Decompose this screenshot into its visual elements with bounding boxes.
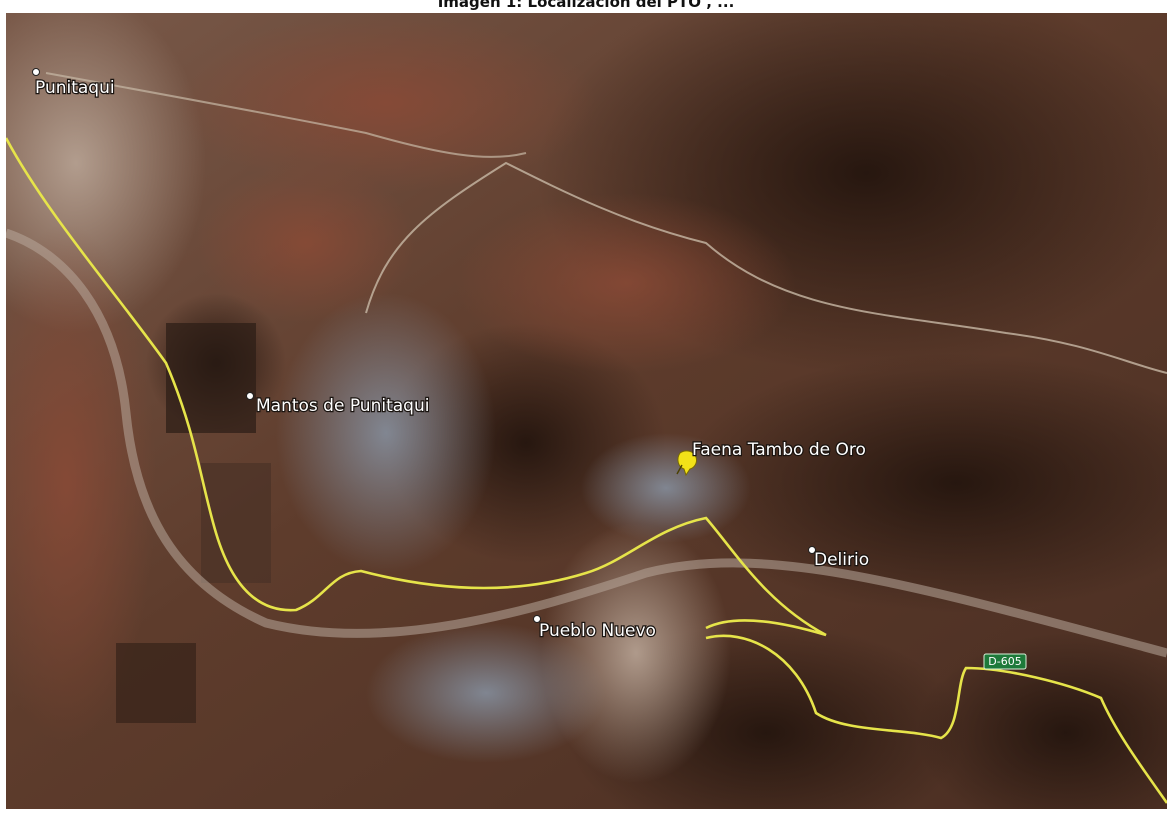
dirt-track	[45, 72, 527, 158]
place-label-delirio: Delirio	[814, 550, 869, 570]
place-marker-pueblo[interactable]: Pueblo Nuevo	[533, 615, 657, 642]
place-marker-punitaqui[interactable]: Punitaqui	[32, 68, 116, 99]
hill	[456, 193, 796, 373]
hill	[196, 163, 416, 323]
farm-field	[116, 643, 196, 723]
farm-field	[166, 323, 256, 433]
satellite-map[interactable]: D-605 Punitaqui Mantos de Punitaqui Faen…	[6, 13, 1167, 809]
road-badge-bg	[983, 653, 1027, 670]
place-label-pueblo: Pueblo Nuevo	[539, 621, 656, 641]
place-dot-icon	[246, 392, 254, 400]
place-dot-icon	[808, 546, 816, 554]
dirt-track	[365, 161, 1167, 374]
place-marker-faena[interactable]: Faena Tambo de Oro	[676, 439, 867, 477]
mountain-shadow	[916, 633, 1167, 809]
place-dot-icon	[533, 615, 541, 623]
mine-site	[581, 433, 751, 543]
place-label-faena: Faena Tambo de Oro	[692, 440, 866, 460]
pushpin-icon	[676, 450, 697, 477]
place-dot-icon	[32, 68, 40, 76]
highway-road[interactable]	[6, 137, 827, 637]
hill	[176, 13, 596, 193]
map-canvas[interactable]: D-605 Punitaqui Mantos de Punitaqui Faen…	[6, 13, 1167, 809]
place-marker-delirio[interactable]: Delirio	[808, 546, 870, 571]
terrain-patch	[366, 623, 606, 763]
mountain-shadow	[676, 353, 1167, 613]
figure-caption: Imagen 1: Localización del PTO , ...	[437, 0, 735, 11]
place-label-mantos: Mantos de Punitaqui	[256, 396, 429, 416]
farm-field	[201, 463, 271, 583]
mining-area	[276, 293, 496, 573]
road-badge-label: D-605	[988, 655, 1021, 668]
place-label-punitaqui: Punitaqui	[35, 78, 115, 98]
road-number-badge: D-605	[983, 653, 1027, 670]
road-d605[interactable]	[705, 634, 1167, 804]
river-valley	[6, 228, 1167, 658]
place-marker-mantos[interactable]: Mantos de Punitaqui	[246, 392, 431, 417]
